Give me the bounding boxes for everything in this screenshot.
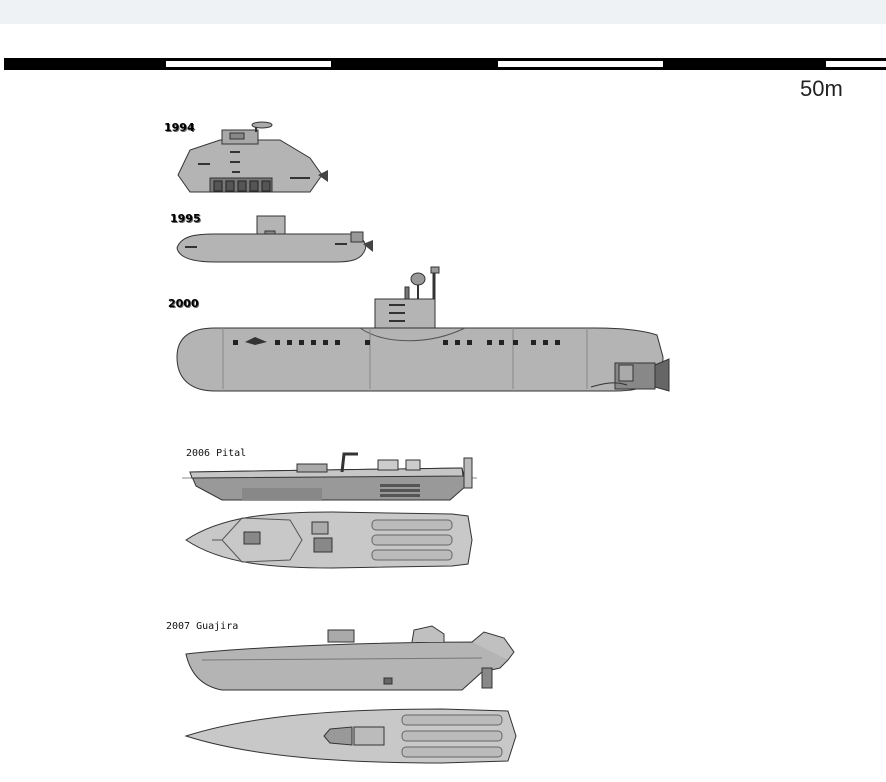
scale-segment-white [826,61,886,67]
vessel-2007-guajira-profile [185,625,515,691]
vessel-label-2000: 2000 [168,297,199,310]
vessel-1995-profile [176,215,373,263]
vessel-1994-profile [177,121,328,193]
scale-segment-white [166,61,331,67]
vessel-2006-pital-plan [185,511,473,569]
scale-label: 50m [800,76,843,101]
top-band [0,0,886,24]
vessel-2007-guajira-plan [184,708,517,764]
vessel-label-1995: 1995 [170,212,201,225]
vessel-2006-pital-profile [182,452,477,501]
vessel-label-2007-guajira: 2007 Guajira [166,621,239,632]
scale-bar [4,58,886,70]
vessel-2000-profile [176,266,670,392]
scale-segment-white [498,61,663,67]
vessel-label-1994: 1994 [164,121,195,134]
vessel-label-2006-pital: 2006 Pital [186,448,247,459]
